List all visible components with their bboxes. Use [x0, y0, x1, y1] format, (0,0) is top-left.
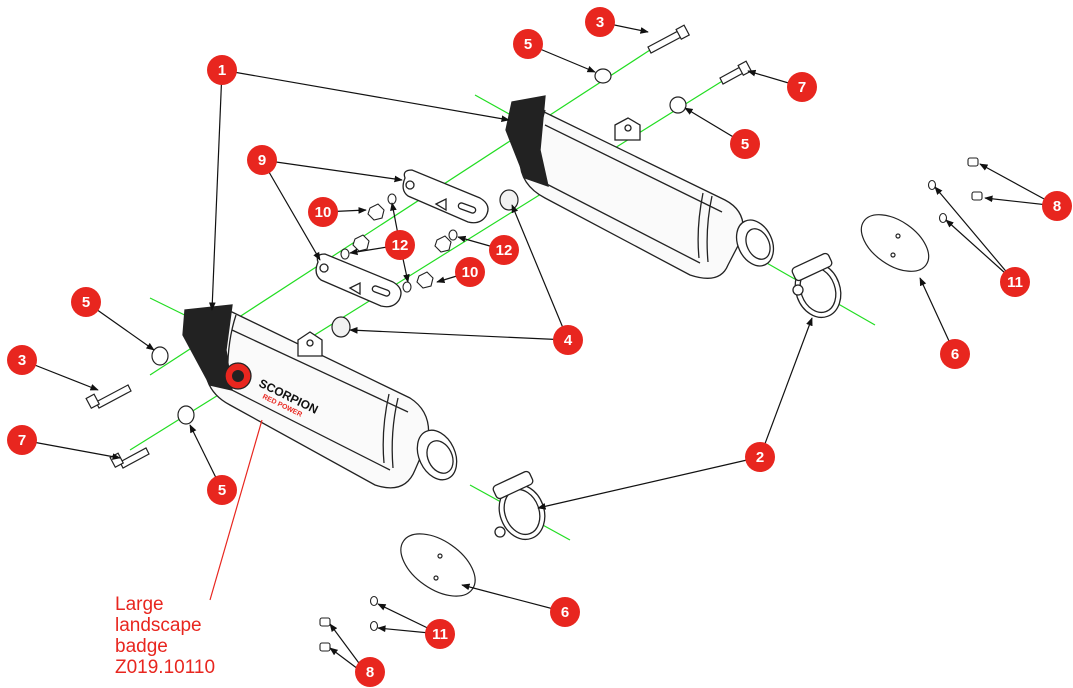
svg-text:11: 11: [1007, 274, 1023, 291]
svg-text:6: 6: [951, 346, 959, 363]
svg-text:5: 5: [218, 482, 226, 499]
svg-text:3: 3: [18, 352, 26, 369]
small-hardware: [319, 157, 983, 652]
svg-text:5: 5: [82, 294, 90, 311]
bracket-lower: [315, 253, 402, 308]
callout-7-left: 7: [7, 425, 37, 455]
callout-5-right: 5: [730, 129, 760, 159]
bracket-upper: [402, 169, 489, 224]
callout-11-right: 11: [1000, 267, 1030, 297]
svg-text:9: 9: [258, 152, 266, 169]
silencer-left: [182, 304, 458, 489]
callout-5-top: 5: [513, 29, 543, 59]
silencer-right: [505, 95, 775, 279]
clamp-left: [492, 470, 546, 541]
bolts: [85, 24, 753, 469]
svg-text:3: 3: [596, 14, 604, 31]
callout-3-left: 3: [7, 345, 37, 375]
svg-text:10: 10: [315, 204, 332, 221]
clamp-right: [791, 252, 842, 319]
svg-text:5: 5: [524, 36, 532, 53]
callout-1: 1: [207, 55, 237, 85]
callout-9: 9: [247, 145, 277, 175]
washers: [151, 68, 687, 425]
callout-8-bottom: 8: [355, 657, 385, 687]
svg-text:1: 1: [218, 62, 226, 79]
heat-plates: [400, 214, 930, 597]
callout-8-right: 8: [1042, 191, 1072, 221]
svg-text:11: 11: [432, 626, 448, 643]
svg-text:7: 7: [798, 79, 806, 96]
callout-5-left: 5: [71, 287, 101, 317]
callout-7-top: 7: [787, 72, 817, 102]
svg-text:12: 12: [496, 242, 513, 259]
callout-6-right: 6: [940, 339, 970, 369]
badge-leader: [209, 419, 263, 601]
callout-12-right: 12: [489, 235, 519, 265]
spacers: [331, 189, 519, 338]
badge-note-line-1: Large: [115, 594, 164, 615]
badge-note-line-3: badge: [115, 636, 168, 657]
callout-12-left: 12: [385, 230, 415, 260]
callout-10-left: 10: [308, 197, 338, 227]
svg-text:12: 12: [392, 237, 409, 254]
svg-text:8: 8: [366, 664, 374, 681]
callout-6-bottom: 6: [550, 597, 580, 627]
svg-text:4: 4: [564, 332, 573, 349]
callouts: 1 2 3 3 4 5 5 5 5 6 6 7 7 8 8 9 10 10 11…: [7, 7, 1072, 687]
callout-11-bottom: 11: [425, 619, 455, 649]
callout-3-top: 3: [585, 7, 615, 37]
badge-note-line-4: Z019.10110: [115, 657, 215, 678]
callout-10-right: 10: [455, 257, 485, 287]
callout-4: 4: [553, 325, 583, 355]
badge-note: Large landscape badge Z019.10110: [115, 594, 215, 678]
svg-text:7: 7: [18, 432, 26, 449]
svg-text:10: 10: [462, 264, 479, 281]
badge-note-line-2: landscape: [115, 615, 202, 636]
callout-2: 2: [745, 442, 775, 472]
svg-text:2: 2: [756, 449, 764, 466]
svg-text:6: 6: [561, 604, 569, 621]
svg-text:5: 5: [741, 136, 749, 153]
callout-5-bottom: 5: [207, 475, 237, 505]
svg-text:8: 8: [1053, 198, 1061, 215]
nuts-washers: [340, 193, 458, 293]
